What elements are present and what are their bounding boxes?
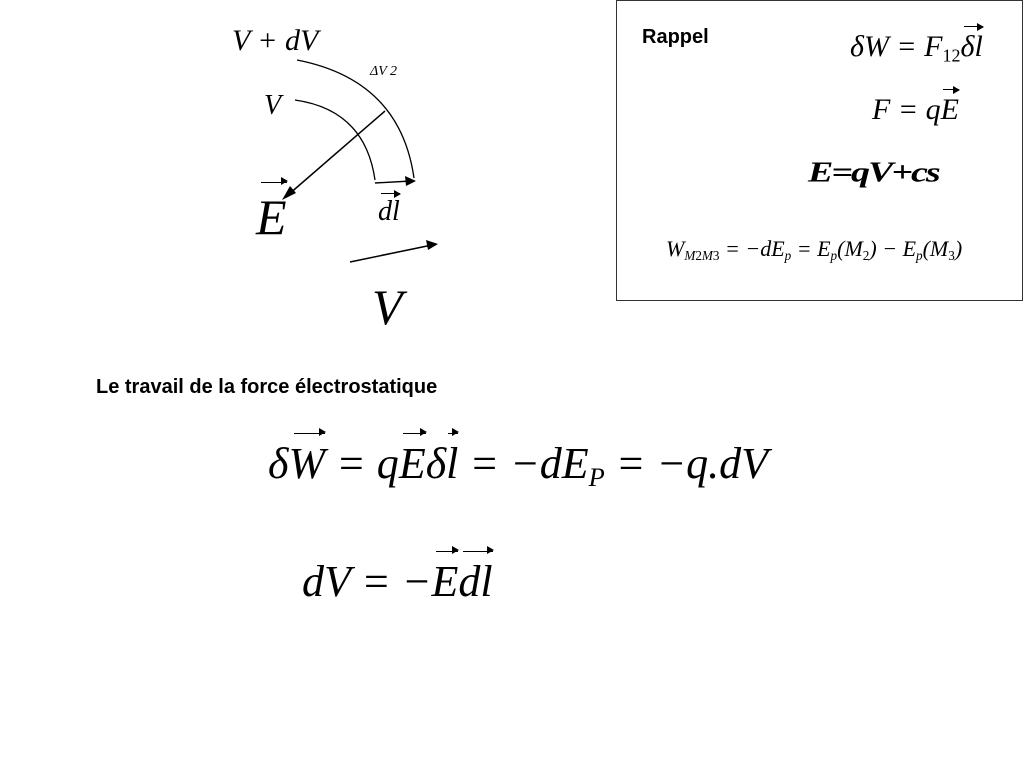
label-delta-v-2: ΔV 2 bbox=[370, 64, 398, 79]
dl-arrow-head bbox=[405, 176, 416, 186]
equipotential-arc-v bbox=[294, 99, 376, 181]
rappel-eq-work-m2-m3: WM2M3 = −dEp = Ep(M2) − Ep(M3) bbox=[666, 236, 963, 263]
field-arrow-line bbox=[287, 110, 386, 196]
dl-arrow-line bbox=[374, 180, 412, 184]
field-arrow-head bbox=[282, 186, 296, 200]
rappel-box bbox=[616, 0, 1023, 301]
section-heading: Le travail de la force électrostatique bbox=[96, 376, 438, 398]
label-velocity: V bbox=[372, 279, 403, 335]
label-v: V bbox=[264, 90, 282, 121]
velocity-arrow-line bbox=[349, 244, 433, 263]
equipotential-arc-v-dv bbox=[296, 59, 415, 179]
velocity-arrow-head bbox=[426, 240, 438, 250]
rappel-eq-work: δW = F12δl bbox=[850, 23, 985, 66]
main-equation-dv: dV = −Edl bbox=[302, 546, 494, 606]
rappel-eq-force: F = qE bbox=[872, 86, 961, 126]
rappel-title: Rappel bbox=[642, 26, 709, 48]
equipotential-diagram bbox=[282, 59, 438, 263]
rappel-eq-energy: E=qV+cs bbox=[808, 156, 941, 189]
main-equation-work: δW = qEδl = −dEP = −q.dV bbox=[268, 428, 769, 492]
label-e-vector: E bbox=[256, 177, 288, 245]
label-dl-vector: dl bbox=[378, 189, 401, 227]
label-v-plus-dv: V + dV bbox=[232, 24, 319, 57]
